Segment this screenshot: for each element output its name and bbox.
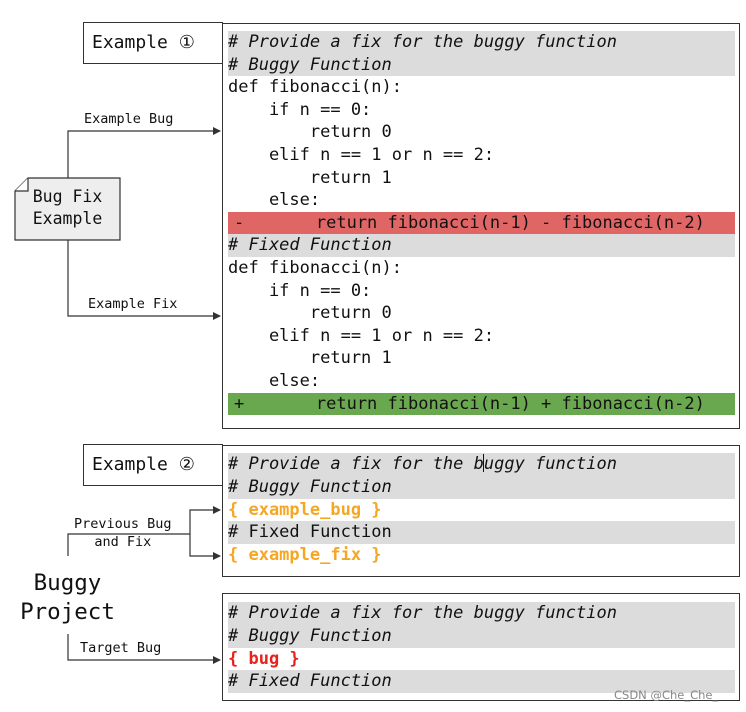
p1-code-line: return 0 <box>228 122 392 143</box>
p2-buggy-header: # Buggy Function <box>228 476 735 499</box>
previous-bug-line-2: and Fix <box>94 534 152 550</box>
bug-fix-note-shape <box>14 177 121 241</box>
example2-label: Example ② <box>83 444 223 486</box>
p1-code-line: elif n == 1 or n == 2: <box>228 325 495 346</box>
example-bug-label: Example Bug <box>84 111 174 127</box>
p1-code-line: + return fibonacci(n-1) + fibonacci(n-2) <box>228 392 735 416</box>
p1-code-line: # Provide a fix for the buggy function <box>228 31 735 54</box>
text-cursor <box>483 454 485 472</box>
p3-prompt-header: # Provide a fix for the buggy function <box>228 602 735 625</box>
p1-code-line: return 1 <box>228 167 392 188</box>
example-fix-label: Example Fix <box>88 296 178 312</box>
example1-label: Example ① <box>83 22 223 64</box>
bug-fix-note-label: Bug Fix Example <box>15 186 120 230</box>
p2-example-fix-placeholder: { example_fix } <box>228 545 382 565</box>
previous-bug-label: Previous Bug and Fix <box>74 515 172 551</box>
p1-code-line: else: <box>228 190 321 211</box>
p2-fixed-header: # Fixed Function <box>228 521 735 544</box>
p1-code-line: # Buggy Function <box>228 53 735 77</box>
previous-bug-line-1: Previous Bug <box>74 516 172 532</box>
buggy-project-line-2: Project <box>20 599 115 625</box>
p1-code-line: def fibonacci(n): <box>228 258 402 278</box>
target-bug-label: Target Bug <box>80 640 162 656</box>
p1-code-line: return 1 <box>228 348 392 369</box>
p1-code-line: def fibonacci(n): <box>228 77 402 98</box>
example-fix-arrow <box>67 240 221 320</box>
p1-code-line: - return fibonacci(n-1) - fibonacci(n-2) <box>228 211 735 235</box>
p1-code-line: return 0 <box>228 303 392 324</box>
p3-bug-placeholder: { bug } <box>228 649 300 669</box>
buggy-project-line-1: Buggy <box>33 570 102 596</box>
p1-code-line: if n == 0: <box>228 280 372 301</box>
p1-code-line: else: <box>228 371 321 391</box>
p2-example-bug-placeholder: { example_bug } <box>228 500 382 520</box>
p2-prompt-header: # Provide a fix for the buggy function <box>228 453 735 476</box>
example-bug-arrow <box>67 127 221 180</box>
p3-fixed-header: # Fixed Function <box>228 670 735 693</box>
target-bug-arrow <box>67 634 221 664</box>
p1-code-line: elif n == 1 or n == 2: <box>228 145 495 165</box>
note-line-2: Example <box>32 209 103 228</box>
p3-buggy-header: # Buggy Function <box>228 625 735 648</box>
p1-code-line: # Fixed Function <box>228 234 735 257</box>
note-line-1: Bug Fix <box>32 187 103 206</box>
previous-fix-arrow <box>189 534 221 560</box>
watermark: CSDN @Che_Che_ <box>614 688 719 702</box>
buggy-project-label: Buggy Project <box>10 569 125 627</box>
p1-code-line: if n == 0: <box>228 99 372 120</box>
